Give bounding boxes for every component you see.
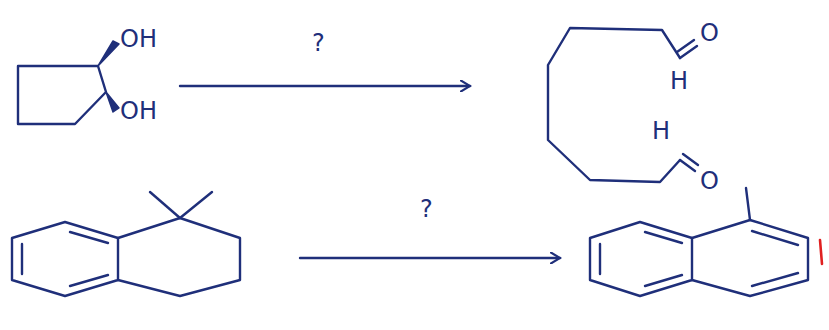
atom-label: OH (120, 98, 157, 126)
reaction-arrow (180, 85, 470, 87)
atom-label: O (700, 168, 719, 196)
atom-label: H (652, 118, 670, 146)
methylnaphthalene-structure (590, 188, 822, 296)
atom-label: O (700, 20, 719, 48)
reaction-arrow (300, 257, 560, 259)
dimethyltetralin-structure (12, 192, 240, 296)
atom-label: H (670, 68, 688, 96)
atom-label: OH (120, 26, 157, 54)
hexanedial-structure (548, 28, 698, 182)
cyclohexanediol-structure (18, 41, 119, 124)
reagent-unknown: ? (312, 30, 325, 58)
reagent-unknown: ? (420, 196, 433, 224)
